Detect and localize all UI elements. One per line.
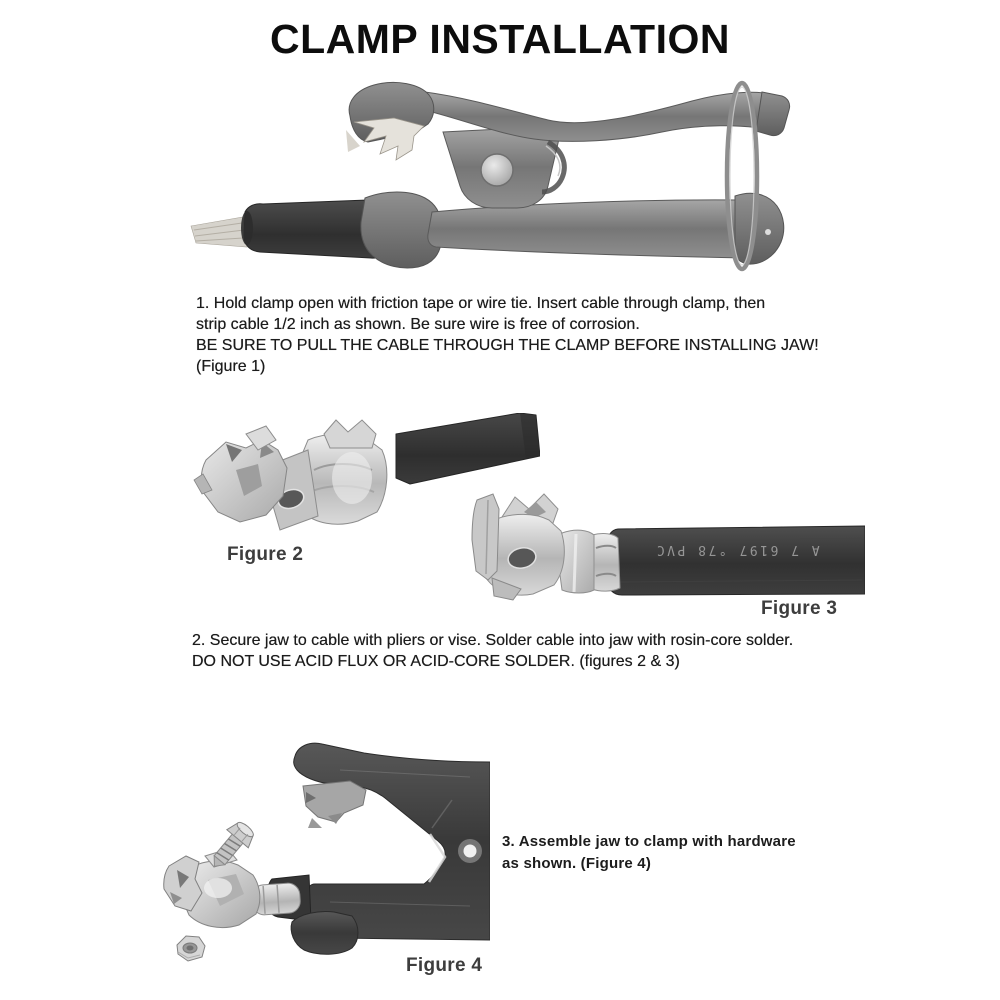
step2-text: 2. Secure jaw to cable with pliers or vi… bbox=[192, 630, 793, 672]
figure2-jaw-photo bbox=[193, 413, 540, 531]
step1-line-1: 1. Hold clamp open with friction tape or… bbox=[196, 295, 766, 312]
figure3-jaw-photo: A 7 6197 °78 PVC bbox=[471, 493, 865, 601]
screw bbox=[213, 821, 254, 867]
figure3-label: Figure 3 bbox=[761, 598, 838, 619]
step1-line-2: strip cable 1/2 inch as shown. Be sure w… bbox=[196, 316, 640, 333]
step3-text: 3. Assemble jaw to clamp with hardware a… bbox=[502, 831, 796, 875]
handle-bell-end bbox=[734, 192, 785, 265]
step1-line-3: BE SURE TO PULL THE CABLE THROUGH THE CL… bbox=[196, 337, 819, 354]
jaw-head bbox=[193, 439, 288, 523]
figure4-assembly-photo bbox=[163, 742, 490, 962]
figure4-label: Figure 4 bbox=[406, 955, 483, 976]
step2-line-1: 2. Secure jaw to cable with pliers or vi… bbox=[192, 632, 794, 649]
lower-jaw bbox=[163, 848, 301, 929]
wire-tie bbox=[724, 80, 760, 272]
step1-text: 1. Hold clamp open with friction tape or… bbox=[196, 293, 819, 377]
lower-handle bbox=[427, 199, 745, 259]
jaw-body bbox=[481, 513, 565, 596]
figure2-label: Figure 2 bbox=[227, 544, 304, 565]
jaw-teeth bbox=[346, 117, 425, 161]
stripped-wire bbox=[190, 216, 248, 248]
pivot-rivet bbox=[480, 153, 514, 187]
boot-bump bbox=[290, 911, 359, 955]
crimp-barrel bbox=[297, 433, 388, 525]
handle-end-flange bbox=[755, 91, 791, 137]
jaw-ear bbox=[245, 425, 277, 451]
crimp-barrels bbox=[557, 529, 621, 594]
cable bbox=[395, 413, 540, 485]
step1-line-4: (Figure 1) bbox=[196, 358, 266, 375]
jaw-tab bbox=[471, 493, 522, 601]
upper-jaw-insulator bbox=[302, 780, 367, 828]
lower-boot bbox=[360, 191, 442, 269]
page-title: CLAMP INSTALLATION bbox=[270, 16, 730, 62]
spring bbox=[541, 139, 567, 195]
nut bbox=[176, 935, 206, 962]
crimp-wings bbox=[323, 419, 377, 449]
step3-line-1: 3. Assemble jaw to clamp with hardware bbox=[502, 833, 796, 850]
figure1-clamp-photo bbox=[190, 80, 791, 272]
step2-line-2: DO NOT USE ACID FLUX OR ACID-CORE SOLDER… bbox=[192, 653, 680, 670]
step3-line-2: as shown. (Figure 4) bbox=[502, 855, 652, 872]
cable-marking: A 7 6197 °78 PVC bbox=[654, 542, 819, 557]
cable: A 7 6197 °78 PVC bbox=[607, 525, 865, 596]
clamp-body bbox=[293, 742, 490, 941]
